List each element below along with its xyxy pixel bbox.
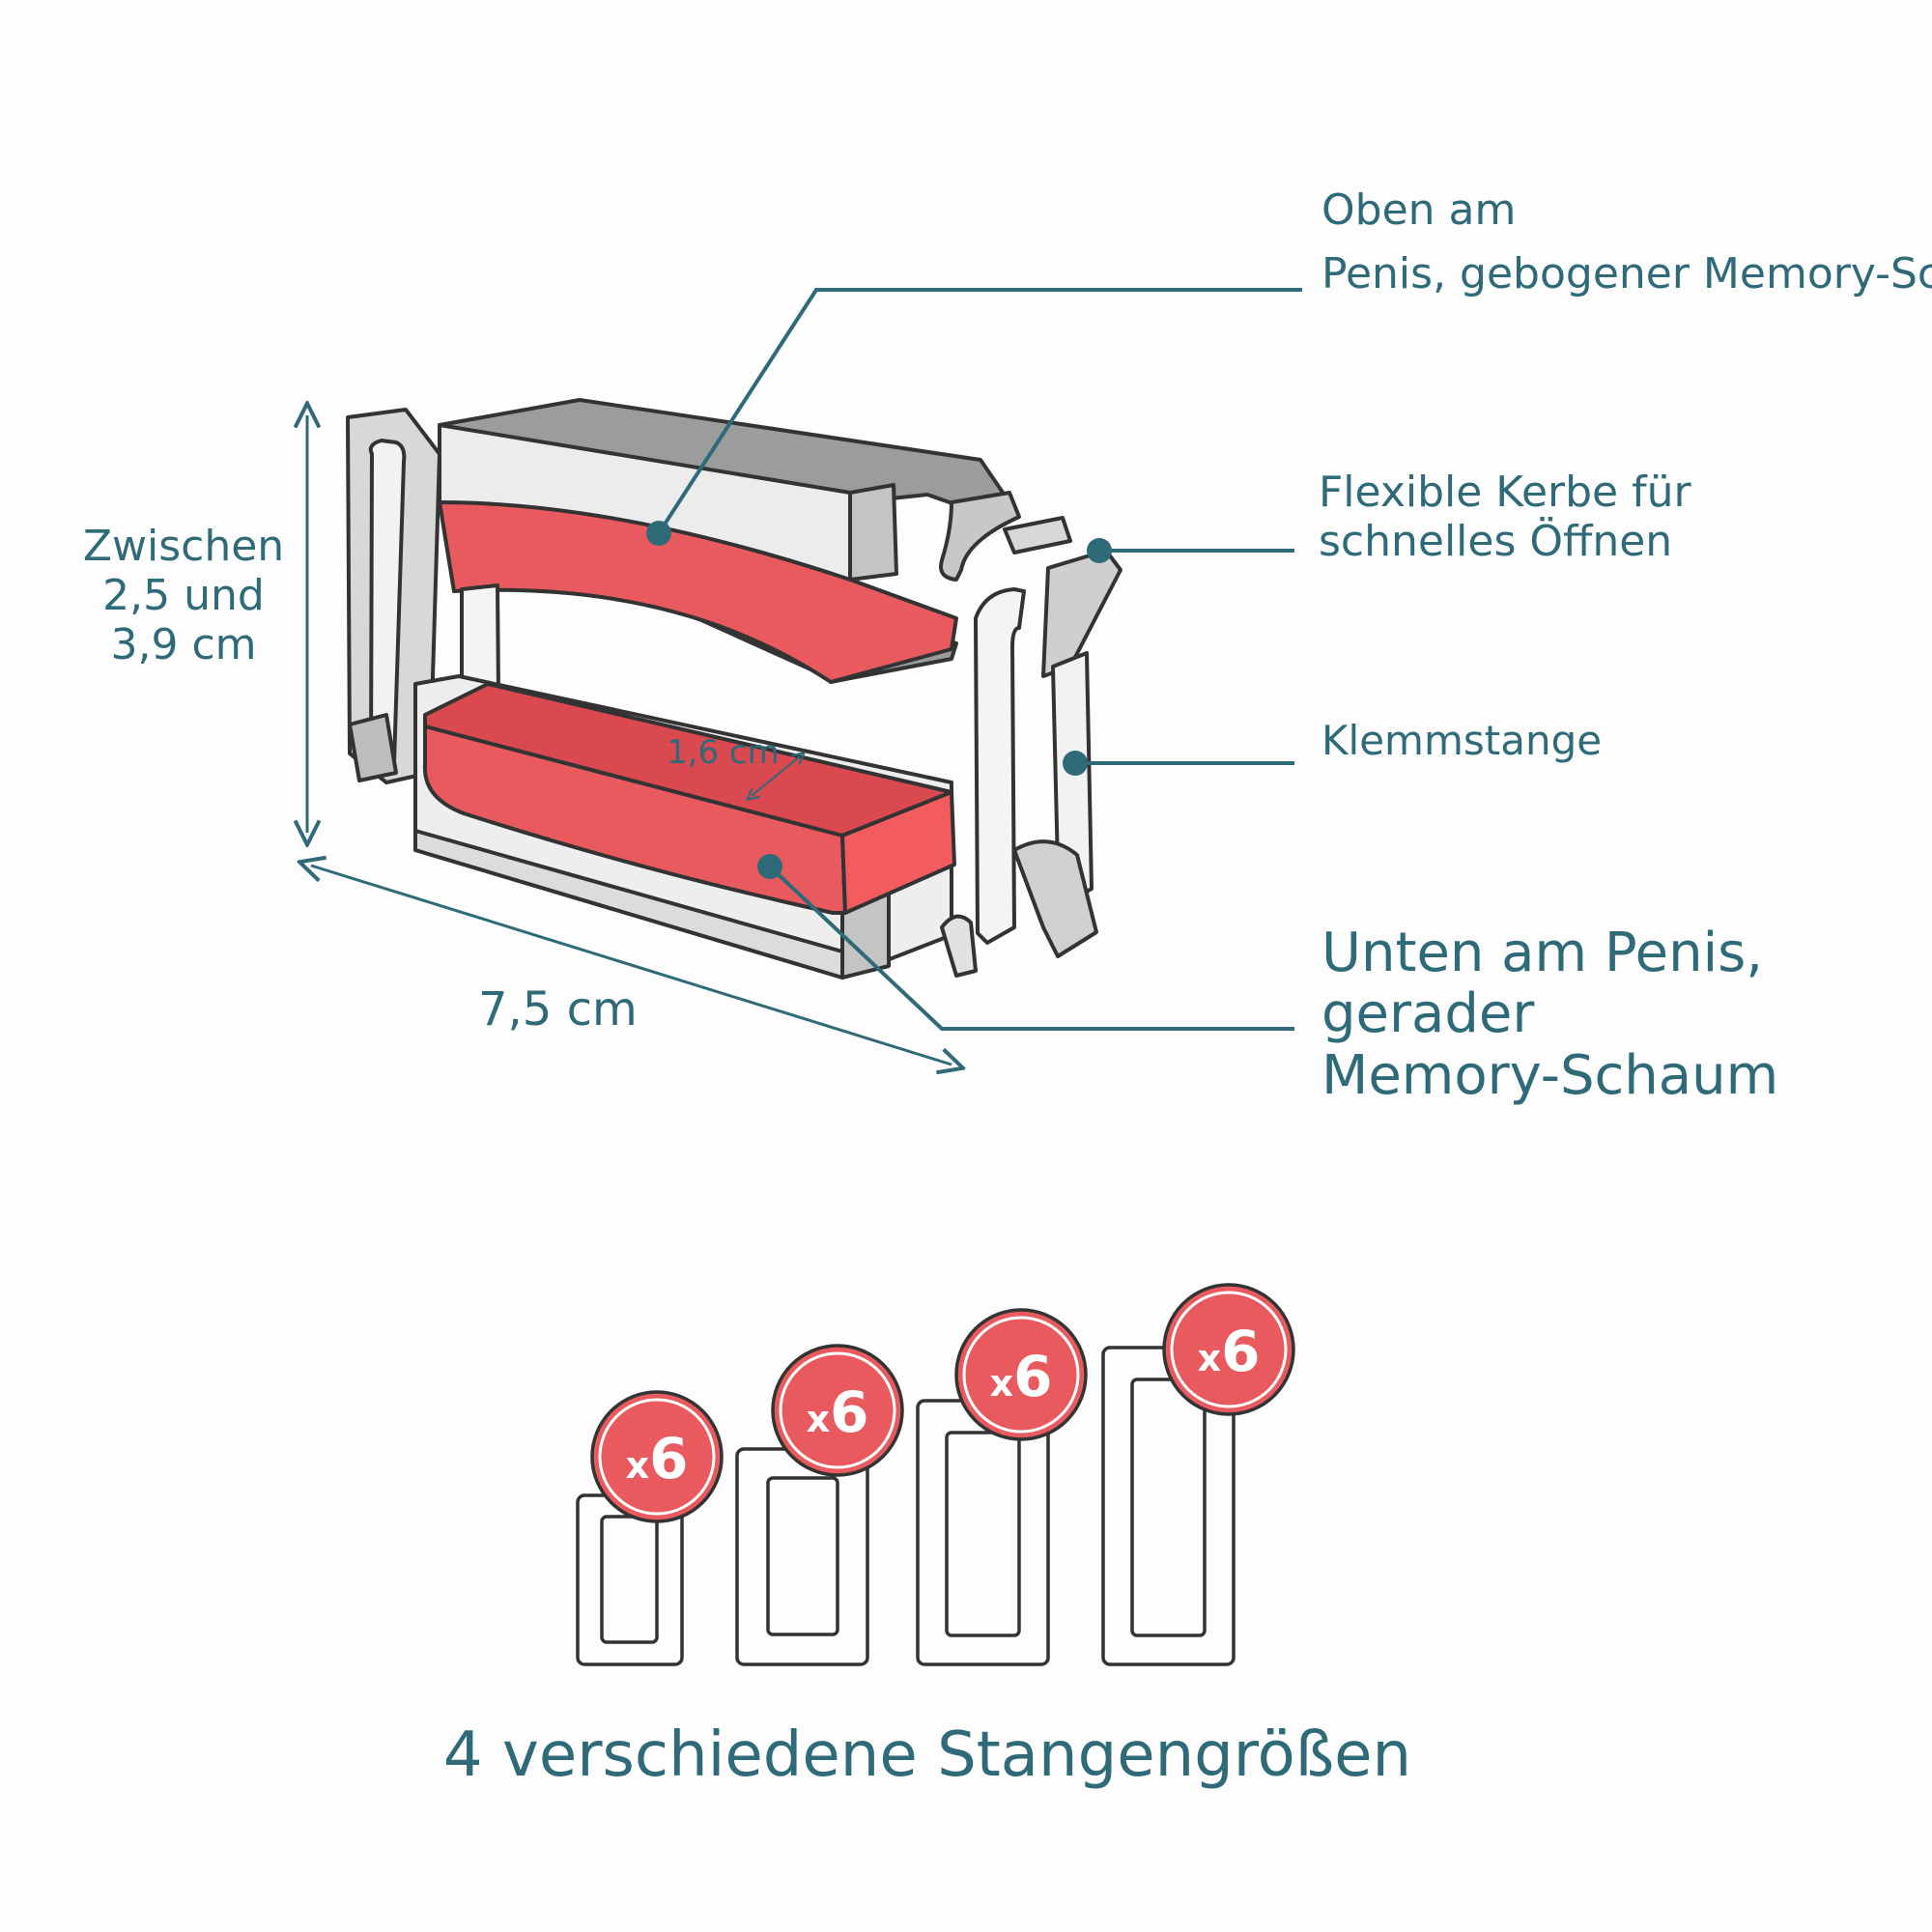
label-bottom-foam: Unten am Penis, gerader Memory-Schaum [1321, 922, 1779, 1107]
right-bar [974, 587, 1026, 945]
badge-x: x [990, 1362, 1014, 1405]
label-top-foam-line2: Penis, gebogener Memory-Sc [1321, 249, 1932, 298]
bar-size-2 [735, 1447, 869, 1666]
label-width-dimension: 7,5 cm [478, 982, 638, 1037]
leader-bottom-foam [768, 865, 1294, 1031]
badge-x: x [807, 1398, 831, 1440]
label-notch: Flexible Kerbe für schnelles Öffnen [1319, 468, 1691, 567]
badge-size-1: x6 [590, 1390, 724, 1523]
bar-size-icons [576, 1346, 1236, 1666]
bar-size-4 [1101, 1346, 1236, 1666]
badge-size-3: x6 [954, 1308, 1088, 1441]
badge-size-2: x6 [771, 1344, 904, 1477]
badge-size-4: x6 [1162, 1283, 1295, 1416]
badge-count: 6 [830, 1379, 868, 1445]
svg-text:x6: x6 [990, 1344, 1053, 1409]
bar-size-3 [916, 1399, 1050, 1666]
badge-x: x [1198, 1337, 1222, 1379]
svg-text:x6: x6 [807, 1379, 869, 1445]
callout-lines [646, 288, 1302, 1031]
label-top-foam-line1: Oben am [1321, 185, 1517, 235]
leader-top-foam [657, 288, 1302, 535]
badge-count: 6 [1013, 1344, 1052, 1409]
svg-text:x6: x6 [1198, 1319, 1261, 1384]
width-dimension-arrow [311, 866, 952, 1065]
sizes-caption: 4 verschiedene Stangengrößen [442, 1719, 1412, 1791]
notch-hook [939, 491, 1021, 582]
bar-size-1 [576, 1493, 684, 1666]
badge-count: 6 [1221, 1319, 1260, 1384]
left-bar [368, 439, 407, 767]
top-foam [438, 500, 958, 684]
badge-count: 6 [649, 1426, 688, 1492]
label-clamp-bar: Klemmstange [1321, 717, 1603, 764]
label-height-dimension: Zwischen 2,5 und 3,9 cm [82, 522, 285, 670]
label-foam-thickness: 1,6 cm [667, 733, 780, 772]
quantity-badges: x6 x6 x6 x6 [590, 1283, 1295, 1523]
svg-text:x6: x6 [626, 1426, 689, 1492]
thickness-dimension-arrow [752, 756, 800, 796]
clamp-illustration [346, 398, 1122, 980]
badge-x: x [626, 1444, 650, 1487]
label-top-foam: Oben am Penis, gebogener Memory-Sc [1321, 189, 1932, 296]
